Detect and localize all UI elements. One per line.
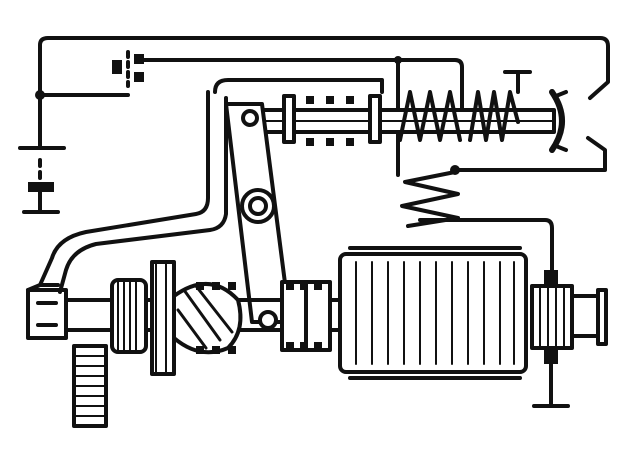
ground-symbol xyxy=(532,362,570,408)
plunger-collar xyxy=(282,94,296,144)
solenoid-assembly xyxy=(236,56,568,175)
engagement-spring xyxy=(280,280,332,352)
armature xyxy=(338,246,528,380)
starter-housing xyxy=(26,78,384,340)
ignition-switch xyxy=(112,50,144,88)
brush-negative xyxy=(544,348,558,364)
mesh-spring xyxy=(196,282,236,354)
field-coil xyxy=(400,170,460,228)
hold-in-spring xyxy=(398,90,462,142)
commutator xyxy=(530,270,608,364)
battery-symbol xyxy=(18,90,66,214)
brush-positive xyxy=(544,270,558,286)
return-spring xyxy=(468,90,520,142)
ring-gear xyxy=(72,344,108,428)
solenoid-winding xyxy=(306,96,354,146)
pinion-drive xyxy=(110,260,243,376)
